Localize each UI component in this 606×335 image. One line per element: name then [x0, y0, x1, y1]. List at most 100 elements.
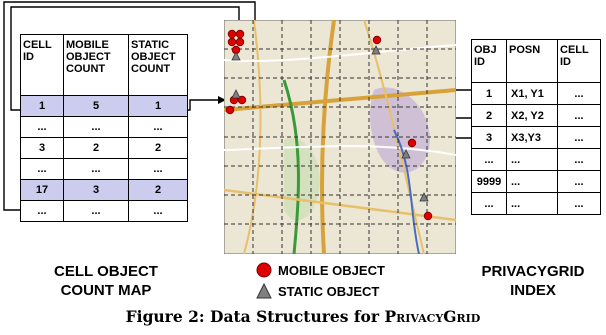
- mobile-object-dot: [227, 37, 237, 47]
- obj-id: 2: [471, 104, 507, 127]
- cell-id: ...: [20, 200, 64, 222]
- map-road-4: [243, 20, 262, 254]
- mobile-object-dot: [227, 29, 237, 39]
- table-row: ... ... ...: [471, 192, 601, 215]
- caption-line: COUNT MAP: [60, 282, 152, 299]
- table-row: 2 X2, Y2 ...: [471, 104, 601, 127]
- static-object-triangle: [401, 149, 411, 159]
- mobile-object-dot: [235, 29, 245, 39]
- obj-cell-id: ...: [557, 192, 601, 215]
- mobile-count: ...: [63, 116, 129, 138]
- table-row: ... ... ...: [20, 116, 188, 138]
- posn: ...: [506, 170, 558, 193]
- cell-object-count-map-caption: CELL OBJECT COUNT MAP: [20, 262, 192, 300]
- privacygrid-index-caption: PRIVACYGRID INDEX: [460, 262, 606, 300]
- table-row: 17 3 2: [20, 179, 188, 201]
- table-header-row: OBJ ID POSN CELL ID: [471, 39, 601, 83]
- figure-caption-prefix: Figure 2: Data Structures for: [125, 307, 385, 326]
- mobile-object-dot: [372, 35, 382, 45]
- mobile-object-dot: [423, 211, 433, 221]
- map-highway-2: [320, 20, 336, 254]
- table-row: 1 5 1: [20, 95, 188, 117]
- table-row: 1 X1, Y1 ...: [471, 82, 601, 105]
- posn: X3,Y3: [506, 126, 558, 149]
- caption-line: PRIVACYGRID: [481, 263, 585, 280]
- static-object-triangle: [231, 51, 241, 61]
- obj-cell-id: ...: [557, 104, 601, 127]
- column-header-static-count: STATIC OBJECT COUNT: [128, 34, 188, 96]
- obj-id: ...: [471, 192, 507, 215]
- static-count: ...: [128, 158, 188, 180]
- static-count: ...: [128, 116, 188, 138]
- table-row: 3 2 2: [20, 137, 188, 159]
- table-row: ... ... ...: [20, 200, 188, 222]
- figure-caption: Figure 2: Data Structures for PrivacyGri…: [0, 307, 606, 326]
- table-header-row: CELL ID MOBILE OBJECT COUNT STATIC OBJEC…: [20, 34, 188, 96]
- posn: ...: [506, 148, 558, 171]
- cell-id: 1: [20, 95, 64, 117]
- caption-line: CELL OBJECT: [54, 263, 158, 280]
- obj-cell-id: ...: [557, 148, 601, 171]
- legend-mobile: MOBILE OBJECT: [256, 262, 385, 278]
- map-road-6: [224, 44, 456, 62]
- cell-id: ...: [20, 158, 64, 180]
- obj-id: 3: [471, 126, 507, 149]
- connector-cell-17-to-map: [3, 1, 256, 211]
- static-count: 2: [128, 179, 188, 201]
- legend-mobile-label: MOBILE OBJECT: [278, 262, 385, 278]
- column-header-mobile-count: MOBILE OBJECT COUNT: [63, 34, 129, 96]
- mobile-count: 2: [63, 137, 129, 159]
- static-count: 2: [128, 137, 188, 159]
- obj-cell-id: ...: [557, 170, 601, 193]
- grid-lines: [224, 20, 456, 254]
- column-header-cell-id: CELL ID: [20, 34, 64, 96]
- cell-id: 17: [20, 179, 64, 201]
- mobile-count: ...: [63, 200, 129, 222]
- mobile-object-dot: [407, 138, 417, 148]
- table-row: ... ... ...: [20, 158, 188, 180]
- map-park: [370, 87, 430, 173]
- legend-static: STATIC OBJECT: [256, 283, 379, 299]
- column-header-obj-id: OBJ ID: [471, 39, 507, 83]
- table-row: 9999 ... ...: [471, 170, 601, 193]
- table-row: 3 X3,Y3 ...: [471, 126, 601, 149]
- mobile-object-dot: [235, 37, 245, 47]
- map-road-5: [363, 20, 425, 254]
- map-road-blue: [393, 129, 420, 254]
- cell-id: ...: [20, 116, 64, 138]
- posn: X1, Y1: [506, 82, 558, 105]
- table-row: ... ... ...: [471, 148, 601, 171]
- mobile-count: 5: [63, 95, 129, 117]
- obj-id: ...: [471, 148, 507, 171]
- static-count: 1: [128, 95, 188, 117]
- column-header-cell-id: CELL ID: [557, 39, 601, 83]
- obj-id: 1: [471, 82, 507, 105]
- mobile-count: 3: [63, 179, 129, 201]
- red-circle-icon: [256, 262, 272, 278]
- map-grid: [224, 20, 456, 254]
- figure-caption-name: PrivacyGrid: [384, 307, 481, 326]
- static-object-triangle: [419, 192, 429, 202]
- privacygrid-index-table: OBJ ID POSN CELL ID 1 X1, Y1 ... 2 X2, Y…: [471, 39, 601, 215]
- static-object-triangle: [371, 45, 381, 55]
- legend-static-label: STATIC OBJECT: [278, 283, 380, 299]
- cell-id: 3: [20, 137, 64, 159]
- obj-cell-id: ...: [557, 82, 601, 105]
- caption-line: INDEX: [510, 282, 556, 299]
- map-road-7: [224, 145, 456, 156]
- mobile-count: ...: [63, 158, 129, 180]
- static-object-triangle: [231, 89, 241, 99]
- posn: ...: [506, 192, 558, 215]
- static-objects: [231, 45, 429, 202]
- connector-cell-1-to-map: [10, 6, 243, 111]
- map-highway-1: [224, 88, 456, 112]
- static-count: ...: [128, 200, 188, 222]
- cell-object-count-table: CELL ID MOBILE OBJECT COUNT STATIC OBJEC…: [20, 34, 188, 222]
- mobile-object-dot: [225, 105, 235, 115]
- column-header-posn: POSN: [506, 39, 558, 83]
- map-road-green: [282, 79, 300, 254]
- obj-id: 9999: [471, 170, 507, 193]
- posn: X2, Y2: [506, 104, 558, 127]
- obj-cell-id: ...: [557, 126, 601, 149]
- grey-triangle-icon: [256, 283, 272, 299]
